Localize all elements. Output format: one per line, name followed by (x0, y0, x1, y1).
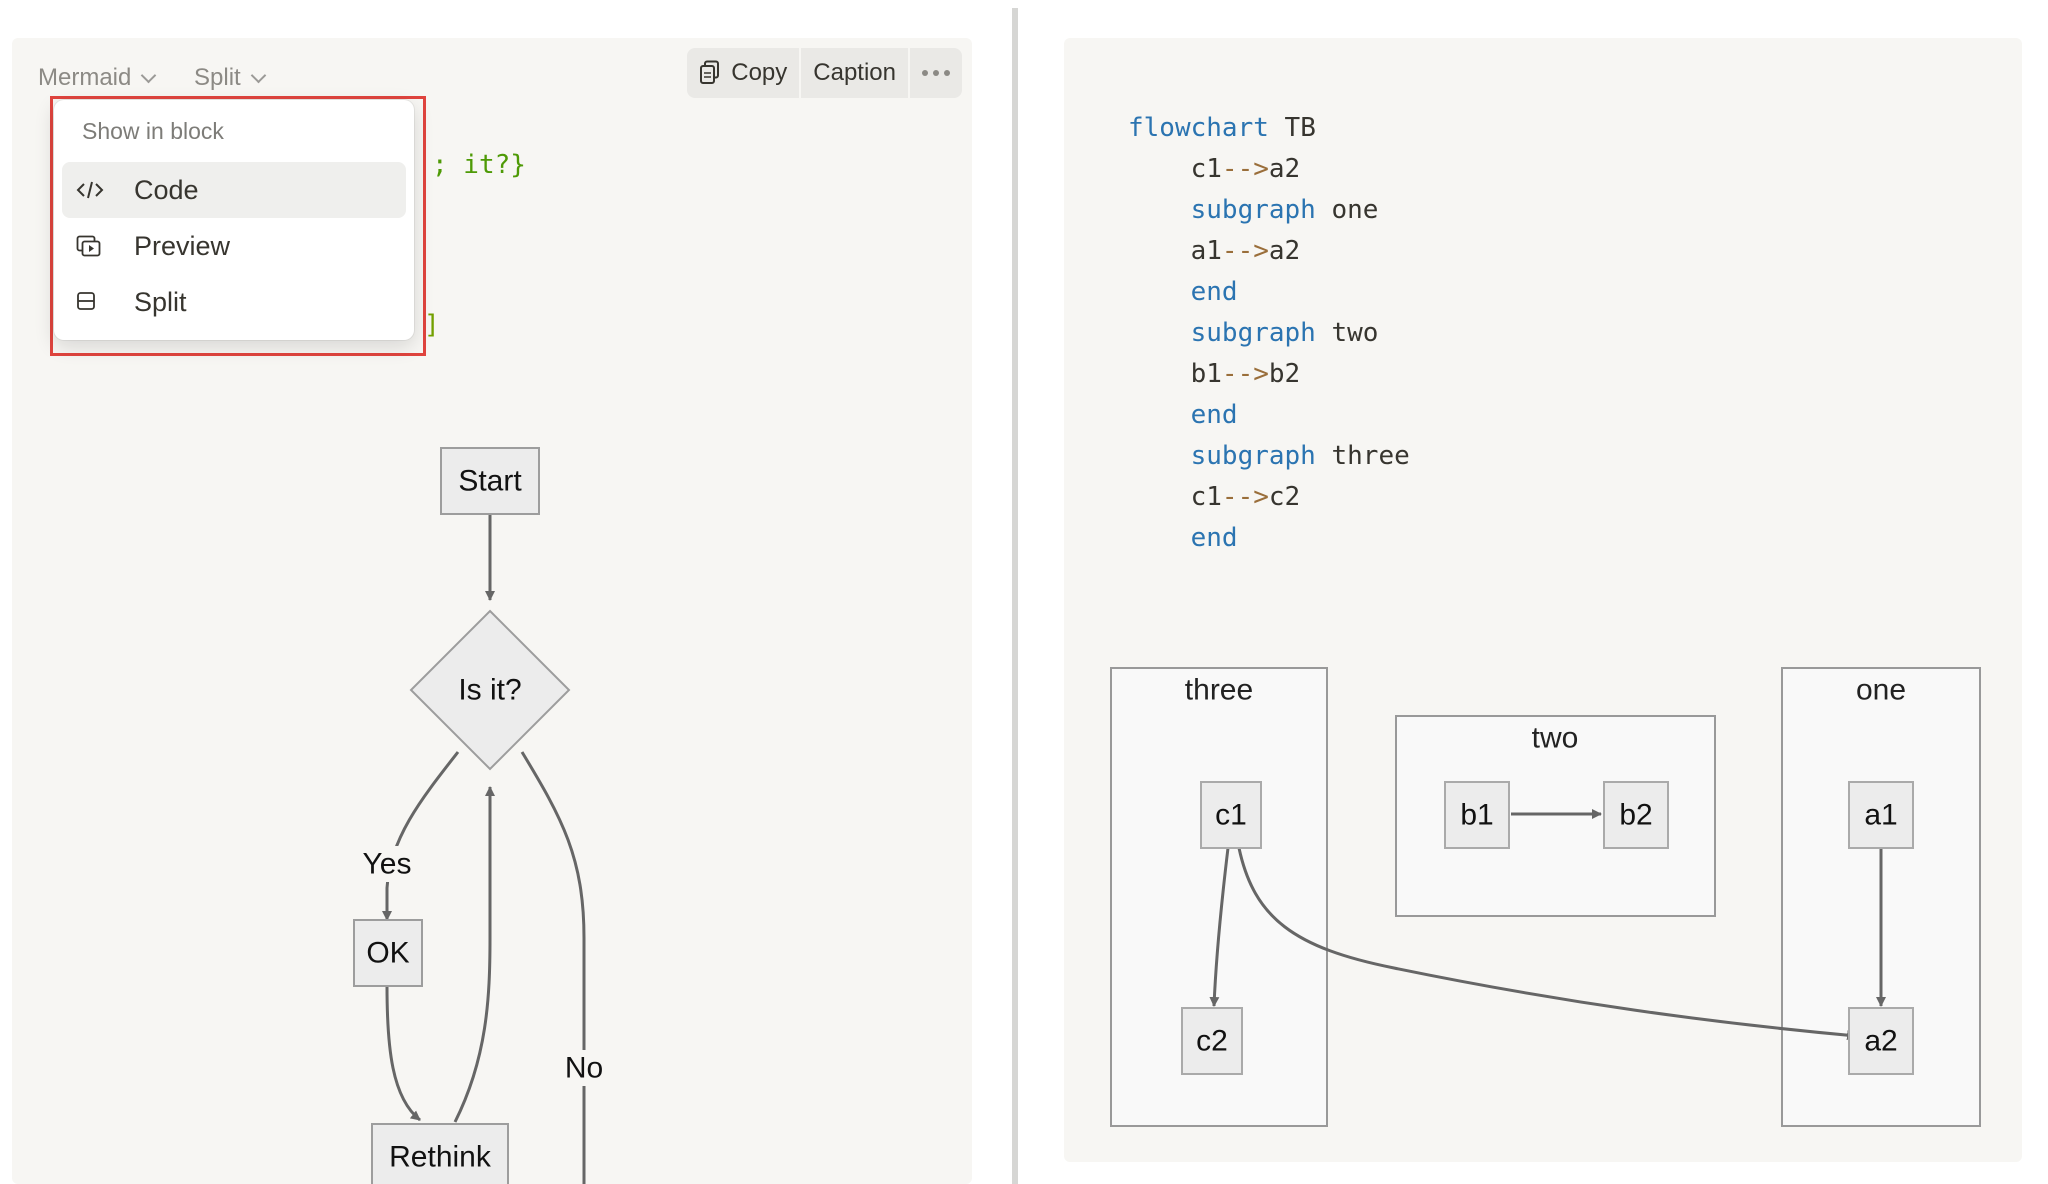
flowchart-preview: Start Is it? OK Rethink Yes No (353, 447, 606, 1184)
right-code-block: flowchart TB c1-->a2 subgraph one a1-->a… (1064, 38, 2022, 1162)
node-decision: Is it? (409, 609, 571, 771)
node-c2: c2 (1181, 1007, 1243, 1075)
code-text: a2 (1268, 154, 1301, 184)
code-line: b1-->b2 (1128, 354, 1410, 395)
code-line: end (1128, 395, 1410, 436)
subgraph-two-title: two (1532, 722, 1579, 755)
node-start: Start (440, 447, 540, 515)
copy-label: Copy (731, 59, 788, 86)
edge-ok-rethink (385, 985, 421, 1122)
node-rethink-label: Rethink (389, 1141, 492, 1174)
menu-item-split[interactable]: Split (62, 274, 406, 330)
code-text: a1 (1128, 236, 1222, 266)
copy-button[interactable]: Copy (687, 48, 802, 98)
node-a1-label: a1 (1864, 799, 1897, 832)
more-options-button[interactable] (910, 48, 962, 98)
code-line: end (1128, 272, 1410, 313)
code-keyword: subgraph (1128, 318, 1316, 348)
code-line: c1-->c2 (1128, 477, 1410, 518)
show-in-block-menu: Show in block Code Preview (54, 100, 414, 340)
copy-icon (700, 60, 720, 84)
split-icon (76, 287, 116, 317)
code-arrow: --> (1221, 482, 1269, 512)
code-text: two (1315, 318, 1379, 348)
node-c2-label: c2 (1196, 1025, 1228, 1058)
code-line: subgraph two (1128, 313, 1410, 354)
node-a2-label: a2 (1864, 1025, 1897, 1058)
code-keyword: end (1128, 277, 1238, 307)
subgraph-three-title: three (1185, 674, 1253, 707)
vertical-divider (1012, 8, 1018, 1184)
edge-rethink-decision (453, 786, 495, 1123)
node-b2: b2 (1603, 781, 1669, 849)
node-start-label: Start (458, 465, 522, 498)
code-keyword: end (1128, 400, 1238, 430)
more-horizontal-icon (922, 70, 950, 76)
caption-label: Caption (813, 59, 896, 86)
code-text: b1 (1128, 359, 1222, 389)
edge-label-bg (562, 1050, 606, 1086)
language-selector[interactable]: Mermaid (38, 58, 157, 98)
node-c1-label: c1 (1215, 799, 1247, 832)
code-line: flowchart TB (1128, 108, 1410, 149)
menu-heading: Show in block (82, 118, 224, 144)
node-a1: a1 (1848, 781, 1914, 849)
code-line: a1-->a2 (1128, 231, 1410, 272)
code-brackets-icon (76, 175, 116, 205)
subgraph-diagram: three two one c1 c2 b1 b2 (1110, 667, 1981, 1127)
code-arrow: --> (1221, 236, 1269, 266)
preview-icon (76, 231, 116, 261)
code-text: b2 (1268, 359, 1301, 389)
code-arrow: --> (1221, 154, 1269, 184)
language-label: Mermaid (38, 64, 132, 91)
code-line: subgraph one (1128, 190, 1410, 231)
edge-c1-c2 (1209, 847, 1230, 1007)
code-keyword: flowchart (1128, 113, 1269, 143)
code-text: one (1315, 195, 1379, 225)
subgraph-one-title: one (1856, 674, 1906, 707)
mermaid-code[interactable]: flowchart TB c1-->a2 subgraph one a1-->a… (1128, 108, 1410, 559)
code-line: subgraph three (1128, 436, 1410, 477)
node-a2: a2 (1848, 1007, 1914, 1075)
code-text: c1 (1128, 154, 1222, 184)
code-text: a2 (1268, 236, 1301, 266)
code-keyword: end (1128, 523, 1238, 553)
code-line: end (1128, 518, 1410, 559)
menu-item-label: Preview (134, 230, 231, 261)
menu-item-code[interactable]: Code (62, 162, 406, 218)
node-ok-label: OK (366, 937, 409, 970)
node-b1-label: b1 (1460, 799, 1493, 832)
node-decision-label: Is it? (458, 674, 521, 707)
view-mode-label: Split (194, 64, 241, 91)
menu-item-label: Code (134, 174, 199, 205)
node-rethink: Rethink (371, 1123, 509, 1184)
node-c1: c1 (1200, 781, 1262, 849)
edge-label-yes: Yes (363, 848, 412, 881)
node-ok: OK (353, 919, 423, 987)
code-text: TB (1268, 113, 1316, 143)
edge-decision-ok (382, 751, 460, 921)
edge-decision-no (520, 751, 586, 1184)
node-b1: b1 (1444, 781, 1510, 849)
node-b2-label: b2 (1619, 799, 1652, 832)
menu-item-preview[interactable]: Preview (62, 218, 406, 274)
code-fragment: ; it?} (432, 150, 526, 180)
edge-label-bg (362, 846, 412, 882)
block-actions: Copy Caption (687, 48, 962, 98)
edge-label-no: No (565, 1052, 603, 1085)
code-text: c2 (1268, 482, 1301, 512)
code-text: three (1315, 441, 1410, 471)
code-keyword: subgraph (1128, 195, 1316, 225)
code-keyword: subgraph (1128, 441, 1316, 471)
code-arrow: --> (1221, 359, 1269, 389)
code-fragment: ] (424, 310, 440, 340)
edge-c1-a2 (1237, 847, 1857, 1041)
view-mode-selector[interactable]: Split (194, 58, 266, 98)
code-line: c1-->a2 (1128, 149, 1410, 190)
caption-button[interactable]: Caption (801, 48, 910, 98)
highlight-frame (50, 96, 426, 356)
code-text: c1 (1128, 482, 1222, 512)
menu-item-label: Split (134, 286, 187, 317)
